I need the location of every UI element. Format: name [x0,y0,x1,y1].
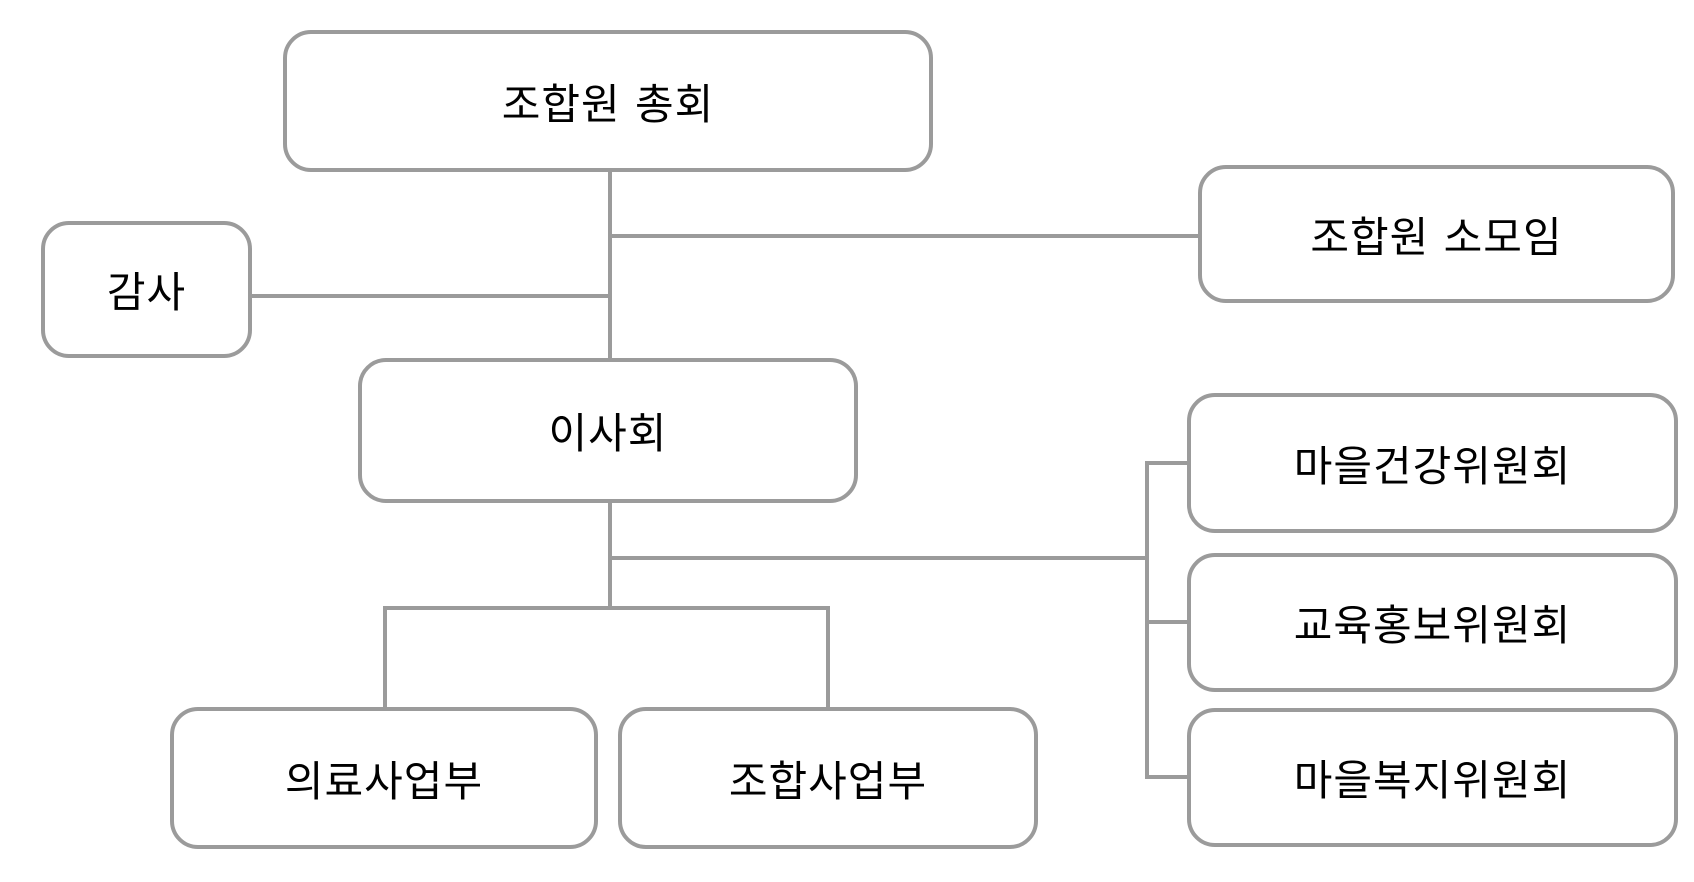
node-member-small-group: 조합원 소모임 [1198,165,1675,303]
connector-stub-edu-pr-committee [1145,620,1187,624]
connector-board-down-spine [608,501,612,610]
node-medical-division: 의료사업부 [170,707,598,849]
connector-to-member-small-group [610,234,1198,238]
connector-board-to-committee-bus [610,556,1149,560]
node-coop-division: 조합사업부 [618,707,1038,849]
connector-drop-medical-division [383,606,387,707]
node-general-assembly: 조합원 총회 [283,30,933,172]
node-village-health-committee-label: 마을건강위원회 [1293,441,1572,491]
node-audit-label: 감사 [106,268,187,317]
node-coop-division-label: 조합사업부 [728,756,928,806]
connector-division-tee [383,606,830,610]
node-education-pr-committee: 교육홍보위원회 [1187,553,1678,692]
node-board-of-directors: 이사회 [358,358,858,503]
connector-from-audit [252,294,612,298]
node-village-health-committee: 마을건강위원회 [1187,393,1678,533]
connector-stub-health-committee [1145,461,1187,465]
node-medical-division-label: 의료사업부 [284,756,484,806]
node-village-welfare-committee: 마을복지위원회 [1187,708,1678,847]
connector-drop-coop-division [826,606,830,707]
node-member-small-group-label: 조합원 소모임 [1310,212,1563,262]
node-board-of-directors-label: 이사회 [548,409,668,458]
node-audit: 감사 [41,221,252,358]
node-education-pr-committee-label: 교육홍보위원회 [1293,601,1572,650]
connector-stub-welfare-committee [1145,775,1187,779]
node-village-welfare-committee-label: 마을복지위원회 [1293,756,1572,805]
node-general-assembly-label: 조합원 총회 [501,79,715,129]
connector-assembly-to-board [608,170,612,360]
